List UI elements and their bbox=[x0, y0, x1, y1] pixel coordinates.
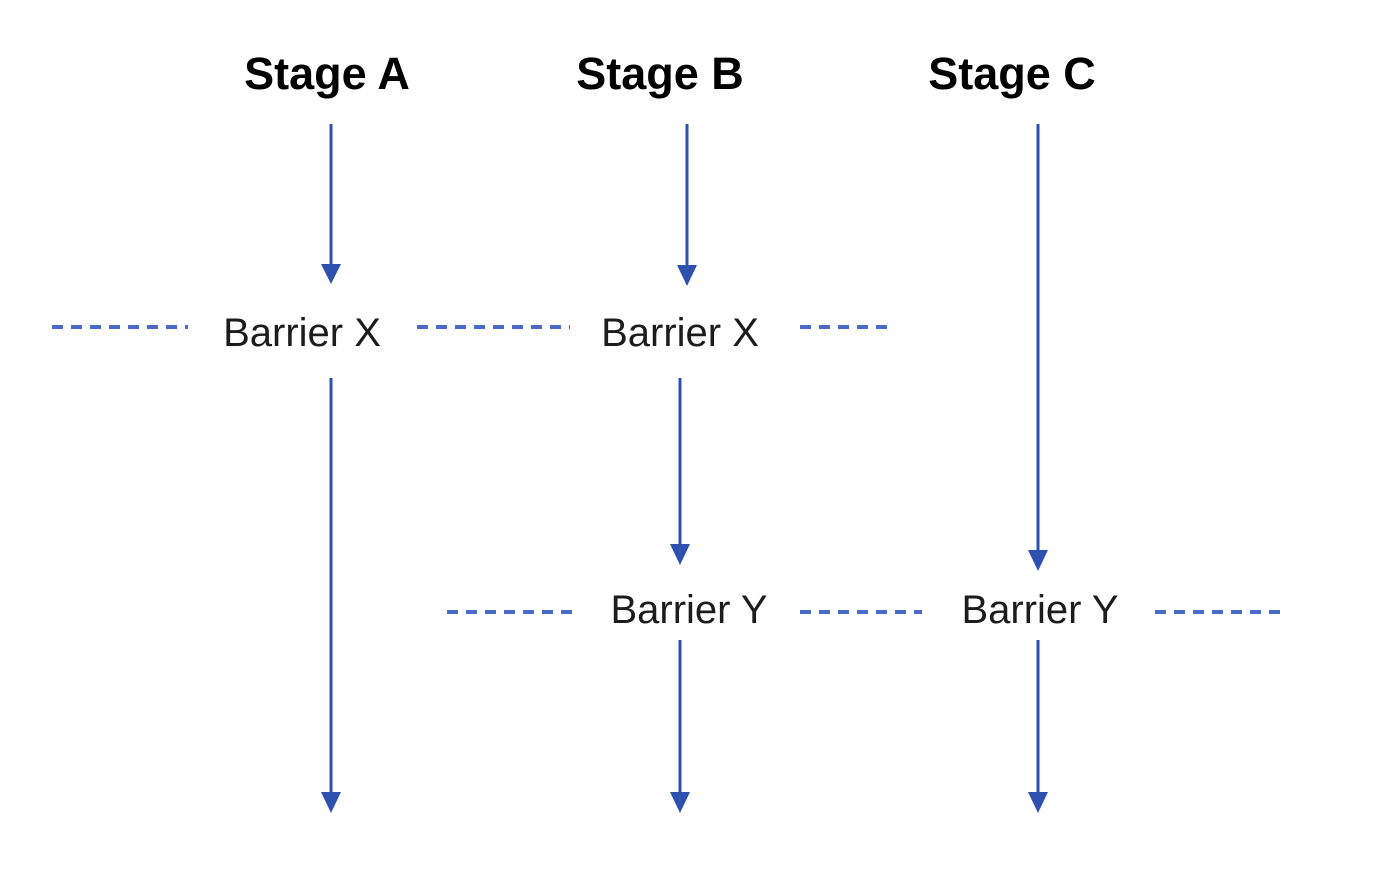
stage-b-arrow-bottom bbox=[670, 640, 690, 813]
stage-b-arrow-middle bbox=[670, 378, 690, 565]
stage-c-arrow-top-head bbox=[1028, 550, 1048, 571]
stage-a-arrow-top-head bbox=[321, 264, 341, 284]
stage-c-arrow-bottom-head bbox=[1028, 792, 1048, 813]
barrier-y-label-stage-c: Barrier Y bbox=[961, 588, 1119, 632]
stage-b-arrow-top bbox=[677, 124, 697, 286]
stage-b-arrow-top-head bbox=[677, 265, 697, 286]
barrier-x-label-stage-a: Barrier X bbox=[223, 311, 381, 355]
stage-c-arrow-bottom bbox=[1028, 640, 1048, 813]
barrier-x-label-stage-b: Barrier X bbox=[601, 311, 759, 355]
stage-c-arrow-top bbox=[1028, 124, 1048, 571]
stage-b-arrow-bottom-head bbox=[670, 792, 690, 813]
stage-a-arrow-bottom bbox=[321, 378, 341, 813]
stage-b-arrow-middle-head bbox=[670, 544, 690, 565]
stage-a-arrow-bottom-head bbox=[321, 792, 341, 813]
stage-a-arrow-top bbox=[321, 124, 341, 284]
barrier-y-label-stage-b: Barrier Y bbox=[610, 588, 768, 632]
stage-a-title: Stage A bbox=[244, 48, 410, 99]
stage-b-title: Stage B bbox=[576, 48, 744, 99]
stage-c-title: Stage C bbox=[928, 48, 1096, 99]
